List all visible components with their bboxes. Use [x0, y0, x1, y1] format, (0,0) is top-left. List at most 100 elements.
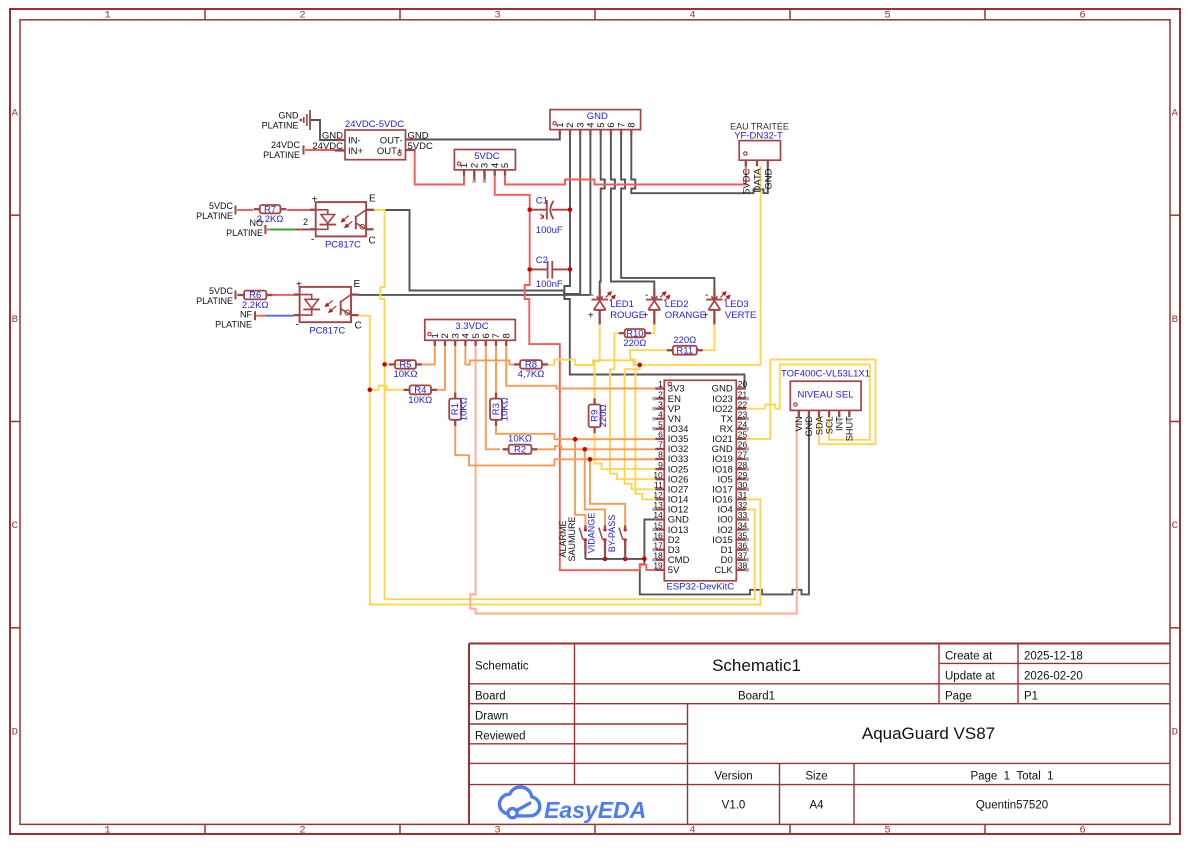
svg-text:5: 5: [658, 420, 663, 430]
svg-text:2: 2: [565, 123, 576, 128]
svg-text:P1: P1: [1024, 691, 1038, 703]
svg-text:-: -: [645, 290, 648, 301]
svg-text:1: 1: [555, 123, 566, 128]
svg-text:IO19: IO19: [712, 454, 733, 465]
svg-text:D3: D3: [668, 545, 680, 556]
svg-text:7: 7: [491, 333, 502, 338]
svg-text:TX: TX: [721, 414, 734, 425]
svg-text:PLATINE: PLATINE: [226, 228, 263, 238]
svg-text:2.2KΩ: 2.2KΩ: [242, 300, 269, 311]
svg-text:C: C: [1172, 520, 1178, 532]
svg-text:NIVEAU SEL: NIVEAU SEL: [798, 390, 854, 401]
svg-text:10: 10: [653, 470, 663, 480]
svg-text:29: 29: [738, 470, 748, 480]
svg-text:C: C: [355, 321, 362, 332]
svg-text:CMD: CMD: [668, 555, 690, 566]
svg-text:IO0: IO0: [717, 515, 732, 526]
svg-text:Board: Board: [475, 691, 506, 703]
svg-text:4: 4: [689, 10, 695, 22]
svg-text:GND: GND: [763, 168, 774, 189]
svg-text:E: E: [354, 279, 361, 290]
svg-text:5: 5: [884, 824, 890, 836]
svg-text:2: 2: [299, 824, 305, 836]
svg-text:Reviewed: Reviewed: [475, 730, 526, 742]
svg-text:26: 26: [738, 440, 748, 450]
svg-text:IO26: IO26: [668, 474, 689, 485]
svg-text:PLATINE: PLATINE: [196, 296, 233, 306]
svg-text:Page 1 Total 1: Page 1 Total 1: [970, 771, 1053, 783]
svg-text:NF: NF: [240, 310, 252, 320]
svg-text:3V3: 3V3: [668, 384, 685, 395]
svg-text:PLATINE: PLATINE: [215, 320, 252, 330]
svg-text:GND: GND: [804, 416, 814, 437]
svg-text:3: 3: [575, 123, 586, 128]
svg-text:R6: R6: [249, 290, 261, 301]
svg-text:IO25: IO25: [668, 464, 689, 475]
svg-text:5VDC: 5VDC: [209, 201, 234, 211]
svg-text:21: 21: [738, 389, 748, 399]
svg-text:220Ω: 220Ω: [598, 404, 609, 427]
svg-text:20: 20: [738, 379, 748, 389]
svg-text:10KΩ: 10KΩ: [500, 397, 511, 421]
svg-text:24VDC: 24VDC: [312, 141, 343, 152]
svg-text:5: 5: [500, 163, 511, 168]
svg-text:GND: GND: [668, 515, 689, 526]
svg-text:6: 6: [1079, 824, 1085, 836]
svg-text:4: 4: [490, 163, 501, 168]
svg-text:Board1: Board1: [738, 691, 775, 703]
svg-text:2.2KΩ: 2.2KΩ: [257, 214, 284, 225]
svg-text:Update at: Update at: [945, 671, 996, 683]
svg-text:IO33: IO33: [668, 454, 689, 465]
svg-text:24VDC: 24VDC: [271, 140, 301, 150]
svg-text:6: 6: [481, 333, 492, 338]
svg-text:13: 13: [653, 500, 663, 510]
svg-text:IO15: IO15: [712, 535, 733, 546]
svg-text:VERTE: VERTE: [725, 310, 757, 321]
svg-text:3: 3: [494, 824, 500, 836]
svg-text:5VDC: 5VDC: [741, 168, 752, 193]
svg-text:ESP32-DevKitC: ESP32-DevKitC: [667, 582, 735, 593]
svg-text:GND: GND: [279, 111, 300, 121]
svg-text:3: 3: [450, 333, 461, 338]
svg-text:R4: R4: [414, 385, 426, 396]
svg-text:+: +: [703, 311, 709, 322]
svg-text:D2: D2: [668, 535, 680, 546]
svg-text:D: D: [12, 726, 18, 738]
svg-text:IO35: IO35: [668, 434, 689, 445]
svg-text:PLATINE: PLATINE: [262, 121, 299, 131]
svg-text:ALARME: ALARME: [558, 520, 568, 557]
svg-text:30: 30: [738, 480, 748, 490]
svg-text:VIDANGE: VIDANGE: [586, 513, 596, 554]
svg-text:2: 2: [440, 333, 451, 338]
svg-text:33: 33: [738, 510, 748, 520]
svg-text:2025-12-18: 2025-12-18: [1024, 651, 1083, 663]
svg-text:SDA: SDA: [814, 415, 824, 435]
svg-text:2: 2: [303, 217, 308, 227]
svg-text:23: 23: [738, 409, 748, 419]
svg-text:11: 11: [654, 480, 663, 490]
svg-text:B: B: [1172, 314, 1178, 326]
svg-text:15: 15: [653, 520, 663, 530]
svg-text:-: -: [296, 320, 299, 331]
svg-text:GND: GND: [712, 444, 733, 455]
svg-text:SCL: SCL: [824, 416, 834, 434]
svg-text:32: 32: [738, 500, 748, 510]
svg-text:RX: RX: [720, 424, 734, 435]
svg-text:A: A: [12, 108, 19, 120]
svg-text:NO: NO: [250, 218, 264, 228]
svg-text:7: 7: [658, 440, 663, 450]
svg-text:OUT+: OUT+: [377, 146, 403, 157]
svg-text:R10: R10: [626, 328, 643, 339]
svg-text:GND: GND: [322, 131, 343, 142]
svg-text:IO23: IO23: [712, 394, 733, 405]
svg-text:5V: 5V: [668, 565, 680, 576]
svg-text:14: 14: [653, 510, 663, 520]
svg-text:5VDC: 5VDC: [408, 141, 433, 152]
svg-text:R9: R9: [590, 410, 601, 422]
svg-text:+: +: [642, 311, 648, 322]
svg-text:25: 25: [738, 430, 748, 440]
svg-text:IO4: IO4: [717, 505, 732, 516]
svg-text:VN: VN: [668, 414, 681, 425]
svg-text:35: 35: [738, 530, 748, 540]
svg-text:D1: D1: [721, 545, 733, 556]
